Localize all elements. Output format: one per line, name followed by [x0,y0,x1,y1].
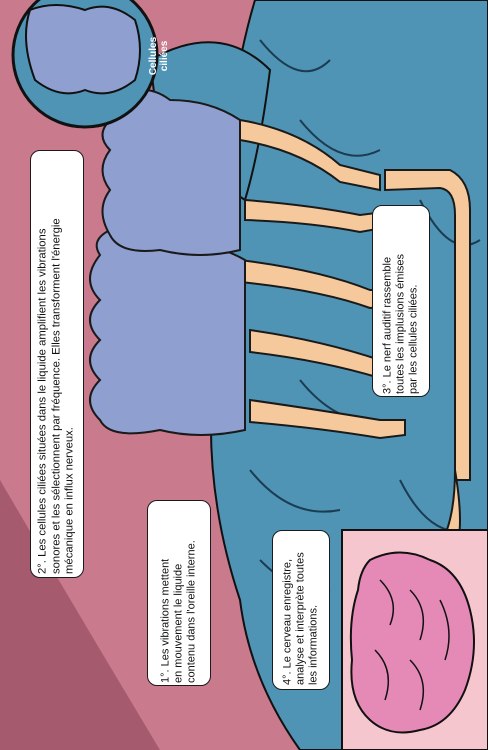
hair-cells [90,89,245,435]
step-3-label: 3°. Le nerf auditif rassemble toutes les… [372,205,430,397]
step-1-label: 1°. Les vibrations mettent en mouvement … [147,500,211,686]
brain-panel [342,530,488,750]
step-4-label: 4°. Le cerveau enregistre, analyse et in… [272,530,330,690]
cells-magnified-circle [13,0,157,127]
hair-cells-label: Cellules ciliées [148,37,170,75]
step-2-label: 2°. Les cellules ciliées situées dans le… [30,150,84,578]
